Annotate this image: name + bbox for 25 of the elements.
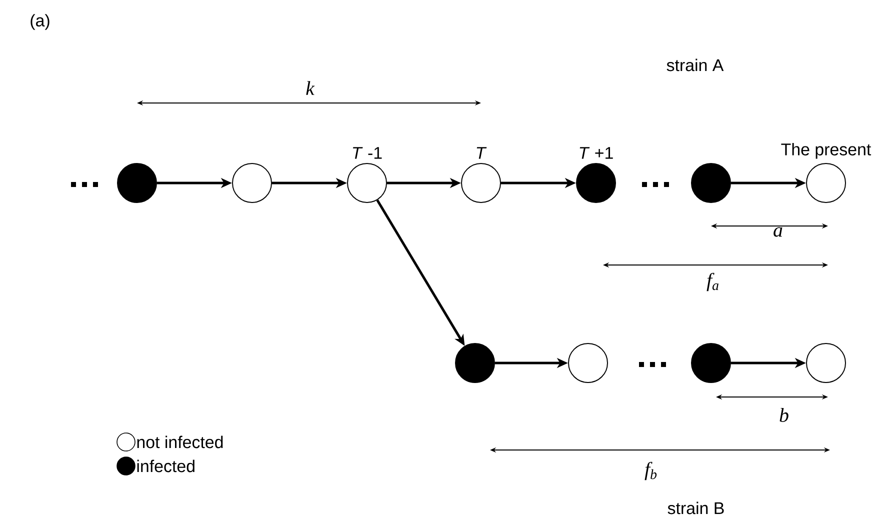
dimension-label: k [306, 81, 315, 95]
time-label: The present [781, 143, 872, 159]
time-label: T +1 [580, 147, 613, 159]
state-circle [691, 163, 731, 203]
strain-label: strain B [668, 502, 724, 514]
strain-label: strain A [666, 58, 724, 72]
panel-label: (a) [30, 14, 50, 30]
time-label: T -1 [352, 147, 382, 159]
state-circle [568, 343, 608, 383]
state-circle [806, 163, 846, 203]
legend-text: infected [137, 460, 194, 472]
state-circle [455, 343, 495, 383]
legend-text: not infected [137, 436, 223, 448]
state-circle [576, 163, 616, 203]
state-circle [117, 163, 157, 203]
time-label: T [476, 147, 487, 159]
state-circle [232, 163, 272, 203]
state-circle [806, 343, 846, 383]
dimension-label: b [780, 408, 788, 422]
state-circle [461, 163, 501, 203]
dimension-label: f$_{b}$ [644, 462, 657, 480]
state-circle [347, 163, 387, 203]
dimension-label: f$_{a}$ [706, 272, 718, 292]
state-circle [691, 343, 731, 383]
dimension-label: a [774, 227, 782, 237]
